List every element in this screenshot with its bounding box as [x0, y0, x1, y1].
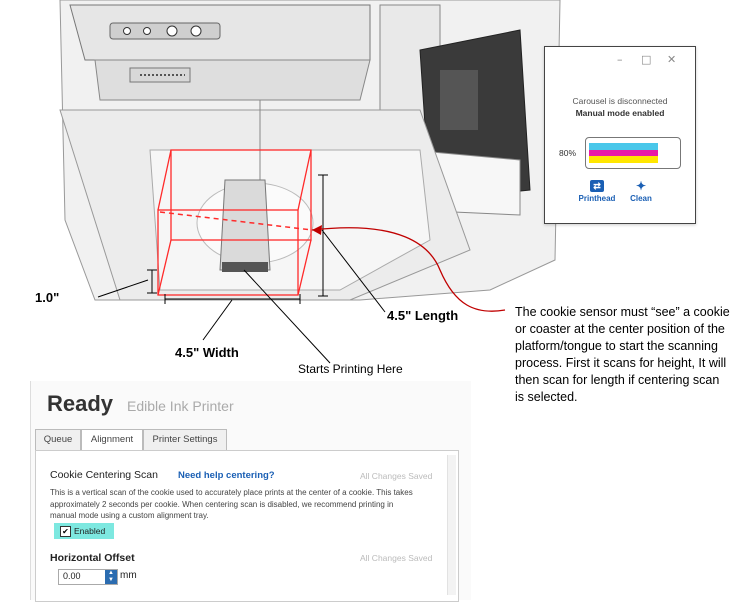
offset-unit: mm — [120, 570, 137, 581]
checkmark-icon: ✔ — [60, 526, 71, 537]
brand-name: Edible Ink Printer — [127, 398, 234, 414]
cookie-bounding-box — [157, 149, 312, 296]
tab-printer-settings[interactable]: Printer Settings — [143, 429, 227, 451]
sensor-note: The cookie sensor must “see” a cookie or… — [515, 305, 730, 404]
tab-alignment[interactable]: Alignment — [81, 429, 143, 452]
enabled-checkbox[interactable]: ✔ Enabled — [54, 523, 114, 539]
app-window: Ready Edible Ink Printer Queue Alignment… — [30, 381, 471, 602]
offset-input[interactable]: 0.00 ▲▼ — [58, 569, 118, 585]
enabled-label: Enabled — [74, 526, 106, 536]
offset-saved-status: All Changes Saved — [360, 553, 433, 563]
mode-label: Manual mode enabled — [575, 108, 665, 118]
ink-band-2 — [589, 156, 658, 163]
ink-level-gauge — [585, 137, 681, 169]
start-printing-label: Starts Printing Here — [298, 362, 403, 376]
tab-queue[interactable]: Queue — [35, 429, 81, 451]
ink-band-0 — [589, 143, 658, 150]
close-button[interactable]: ✕ — [667, 53, 677, 66]
printhead-button[interactable]: ⇄ Printhead — [575, 180, 619, 203]
width-label: 4.5" Width — [175, 345, 239, 360]
scrollbar[interactable] — [447, 455, 456, 595]
height-label: 1.0" — [35, 290, 60, 305]
offset-title: Horizontal Offset — [50, 552, 135, 564]
length-label: 4.5" Length — [387, 308, 459, 323]
ink-band-1 — [589, 149, 658, 156]
sparkle-icon: ✦ — [635, 179, 647, 193]
carousel-status: Carousel is disconnected — [572, 96, 668, 106]
offset-value: 0.00 — [63, 571, 81, 581]
swap-arrows-icon: ⇄ — [590, 180, 604, 192]
clean-label: Clean — [630, 194, 652, 203]
maximize-button[interactable]: □ — [641, 53, 652, 66]
stepper-icon[interactable]: ▲▼ — [105, 570, 117, 584]
centering-saved-status: All Changes Saved — [360, 471, 433, 481]
carousel-window: – □ ✕ Carousel is disconnected Manual mo… — [544, 46, 696, 224]
printhead-label: Printhead — [578, 194, 616, 203]
help-link[interactable]: Need help centering? — [178, 470, 275, 481]
minimize-button[interactable]: – — [617, 53, 623, 66]
status-title: Ready — [47, 391, 114, 416]
ink-percent: 80% — [559, 148, 577, 158]
centering-description: This is a vertical scan of the cookie us… — [50, 488, 413, 520]
alignment-panel: Cookie Centering Scan Need help centerin… — [35, 450, 459, 602]
centering-title: Cookie Centering Scan — [50, 469, 158, 481]
clean-button[interactable]: ✦ Clean — [623, 180, 659, 203]
